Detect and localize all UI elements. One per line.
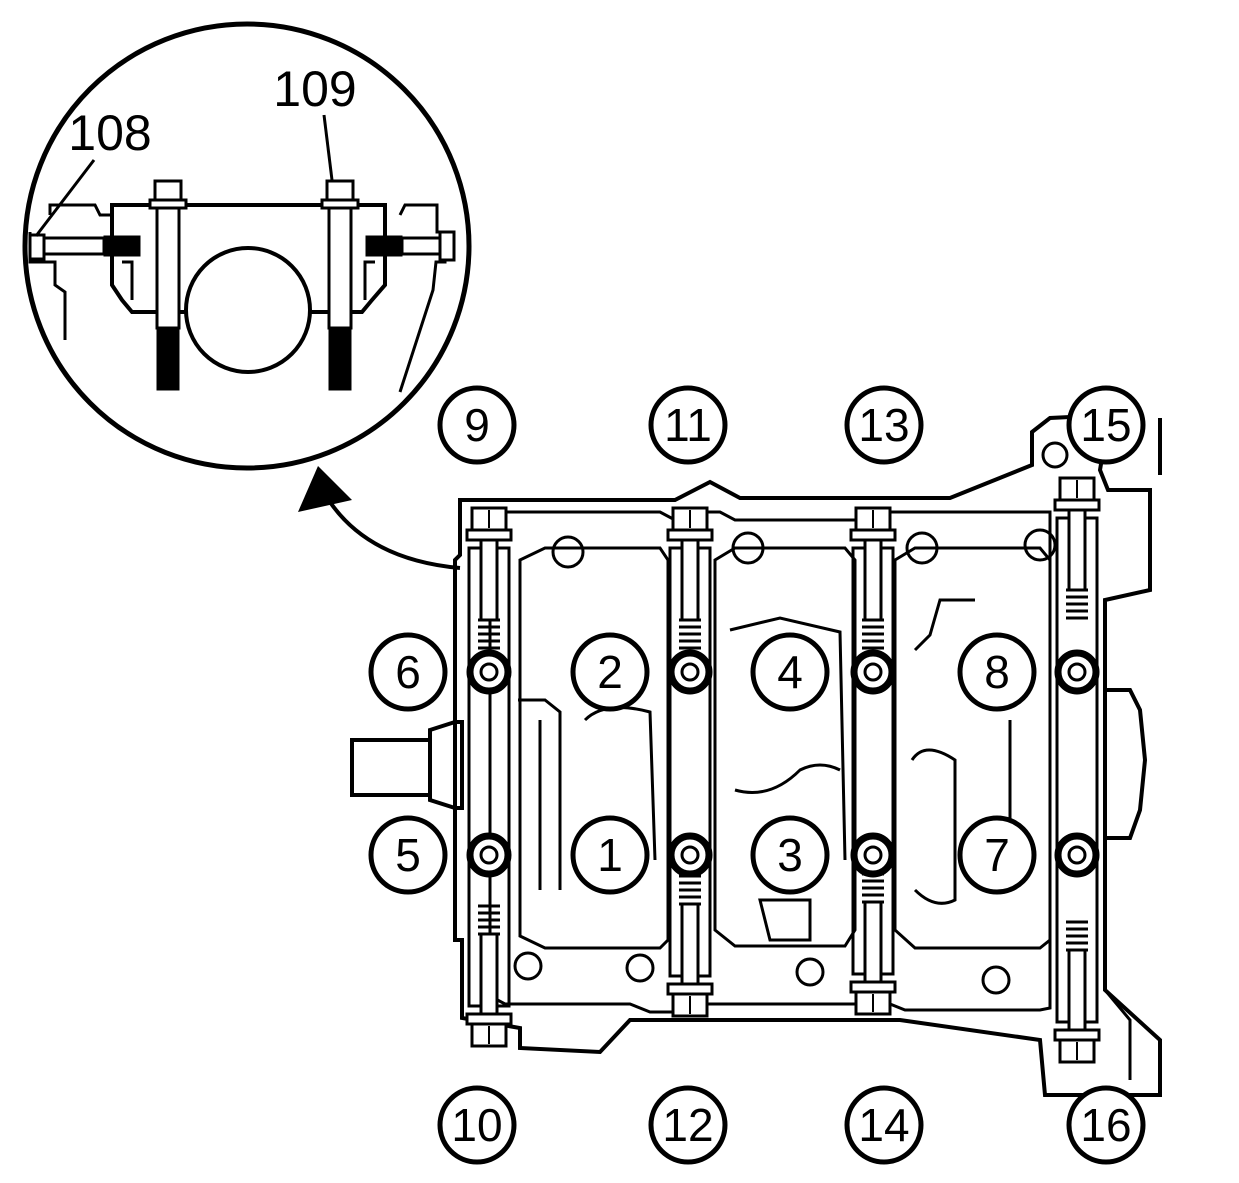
sequence-number: 7 xyxy=(984,829,1010,881)
sequence-number: 12 xyxy=(662,1099,713,1151)
detail-side-bolt-right xyxy=(365,230,456,262)
detail-side-bolt-left xyxy=(28,233,141,261)
sequence-marker-5: 5 xyxy=(368,815,448,895)
sequence-number: 13 xyxy=(858,399,909,451)
dowel-hole xyxy=(905,531,939,565)
leader-109 xyxy=(322,114,334,181)
sequence-marker-4: 4 xyxy=(750,632,830,712)
sequence-number: 9 xyxy=(464,399,490,451)
bearing-cap-2 xyxy=(666,506,714,1018)
sequence-number: 3 xyxy=(777,829,803,881)
crank-nose xyxy=(428,720,464,810)
sequence-marker-9: 9 xyxy=(437,385,517,465)
sequence-number: 1 xyxy=(597,829,623,881)
sequence-number: 15 xyxy=(1080,399,1131,451)
detail-view: 108 109 xyxy=(22,21,472,471)
detail-arrow-head xyxy=(298,466,352,512)
sequence-marker-15: 15 xyxy=(1066,385,1146,465)
sequence-marker-12: 12 xyxy=(648,1085,728,1165)
crank-throw-2 xyxy=(729,616,847,942)
sequence-marker-10: 10 xyxy=(437,1085,517,1165)
detail-bearing-cap xyxy=(110,203,387,314)
bearing-cap-4 xyxy=(1053,476,1101,1064)
detail-bolt-left xyxy=(148,179,188,391)
crank-rear-flange xyxy=(1105,688,1148,840)
sequence-marker-1: 1 xyxy=(570,815,650,895)
bearing-cap-3 xyxy=(849,506,897,1016)
dowel-hole xyxy=(513,951,543,981)
bearing-cap-1 xyxy=(465,506,513,1048)
sequence-marker-6: 6 xyxy=(368,632,448,712)
detail-bolt-right xyxy=(320,179,360,391)
crank-snout xyxy=(350,738,432,797)
sequence-marker-11: 11 xyxy=(648,385,728,465)
dowel-hole xyxy=(1023,528,1057,562)
callout-109: 109 xyxy=(273,61,356,117)
dowel-hole xyxy=(551,535,585,569)
callout-108: 108 xyxy=(68,105,151,161)
dowel-hole xyxy=(795,957,825,987)
sequence-number: 4 xyxy=(777,646,803,698)
sequence-marker-13: 13 xyxy=(844,385,924,465)
detail-journal-bore xyxy=(184,246,312,374)
detail-cap-left-step xyxy=(122,260,134,300)
leader-108 xyxy=(34,159,96,237)
sequence-marker-16: 16 xyxy=(1066,1085,1146,1165)
block-edge-lower xyxy=(1103,989,1132,1080)
detail-arrow-shaft xyxy=(328,500,461,570)
sequence-number: 2 xyxy=(597,646,623,698)
sequence-number: 5 xyxy=(395,829,421,881)
detail-circle xyxy=(22,21,472,471)
sequence-marker-2: 2 xyxy=(570,632,650,712)
dowel-hole xyxy=(731,531,765,565)
sequence-number: 16 xyxy=(1080,1099,1131,1151)
sequence-marker-3: 3 xyxy=(750,815,830,895)
sequence-marker-8: 8 xyxy=(957,632,1037,712)
detail-cap-right-step xyxy=(363,260,375,300)
sequence-number: 11 xyxy=(664,399,712,451)
sequence-number: 10 xyxy=(451,1099,502,1151)
sequence-marker-14: 14 xyxy=(844,1085,924,1165)
sequence-marker-7: 7 xyxy=(957,815,1037,895)
crank-bay-2 xyxy=(713,546,857,948)
sequence-number: 8 xyxy=(984,646,1010,698)
bolt-layer xyxy=(465,476,1101,1064)
sequence-number: 6 xyxy=(395,646,421,698)
crank-bay-3 xyxy=(893,546,1052,950)
dowel-hole xyxy=(625,953,655,983)
dowel-hole xyxy=(1041,441,1069,469)
sequence-number: 14 xyxy=(858,1099,909,1151)
dowel-hole xyxy=(981,965,1011,995)
